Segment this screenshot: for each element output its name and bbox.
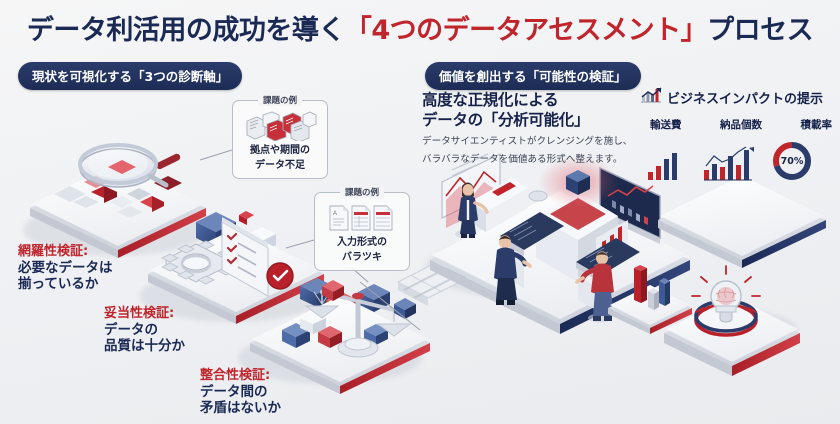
right-body-line1: データサイエンティストがクレンジングを施し、 <box>422 135 633 147</box>
step-heading: 網羅性検証: <box>18 244 89 259</box>
platform-coverage-art <box>30 143 206 258</box>
step-line1: 必要なデータは <box>18 259 113 276</box>
step-heading: 整合性検証: <box>200 368 271 383</box>
platform-consistency-art <box>250 280 430 394</box>
callout-line2: バラツキ <box>342 252 382 263</box>
svg-text:A: A <box>333 211 337 217</box>
callout-caption: 課題の例 <box>257 94 303 106</box>
kpi-heading-text: ビジネスインパクトの提示 <box>667 91 824 107</box>
balance-scale-icon <box>304 280 416 358</box>
callout-format-variance: 課題の例 A 入力形式の バラツキ <box>314 186 410 271</box>
step-label-consistency: 整合性検証: データ間の 矛盾はないか <box>200 368 281 417</box>
step-line1: データ間の <box>200 383 268 400</box>
right-body-line2: バラバラなデータを価値ある形式へ整えます。 <box>422 153 623 165</box>
step-label-coverage: 網羅性検証: 必要なデータは 揃っているか <box>18 244 113 293</box>
check-badge-icon <box>266 262 294 290</box>
right-heading-line1: 高度な正規化による <box>422 91 559 109</box>
magnifier-icon <box>78 143 169 188</box>
callout-caption: 課題の例 <box>339 186 385 198</box>
kpi-heading-row: ビジネスインパクトの提示 <box>640 86 838 108</box>
step-heading: 妥当性検証: <box>104 306 175 321</box>
kpi-block: ビジネスインパクトの提示 輸送費 納品個数 積載率 <box>640 86 838 190</box>
load-factor-value: 70% <box>780 155 804 167</box>
kpi-labels-row: 輸送費 納品個数 積載率 <box>650 117 832 132</box>
callout-missing-data: 課題の例 拠点や期間の データ <box>232 94 328 179</box>
delivery-count-chart <box>702 142 764 186</box>
title-tail: プロセス <box>707 15 814 46</box>
platform-kpi-art <box>658 176 826 268</box>
person-at-terminal <box>575 251 614 323</box>
callout-line1: 入力形式の <box>337 237 387 248</box>
platform-insight-art <box>664 265 800 376</box>
step-label-validity: 妥当性検証: データの 品質は十分か <box>104 306 185 355</box>
title-accent: 「4つのデータアセスメント」 <box>344 15 708 46</box>
title-lead: データ利活用の成功を導く <box>26 15 346 46</box>
callout-line2: データ不足 <box>255 160 305 171</box>
step-line2: 矛盾はないか <box>200 400 281 417</box>
platform-bargroup-art <box>608 265 692 334</box>
scattered-documents-icon <box>239 110 321 142</box>
right-panel-heading-block: 高度な正規化による データの「分析可能化」 データサイエンティストがクレンジング… <box>422 90 637 166</box>
section-pill-right: 価値を創出する「可能性の検証」 <box>425 62 641 90</box>
step-line2: 揃っているか <box>18 276 99 293</box>
platform-validity-art <box>148 211 324 324</box>
clipboard-checklist-icon <box>221 211 294 297</box>
platform-processing-art <box>430 153 690 334</box>
kpi-label-transport-cost: 輸送費 <box>650 119 682 131</box>
callout-line1: 拠点や期間の <box>250 145 310 156</box>
mixed-forms-icon: A <box>321 202 403 234</box>
step-line1: データの <box>104 321 158 338</box>
bar-chart-arrow-icon <box>640 86 662 108</box>
person-presenting <box>455 182 489 238</box>
kpi-charts-row: 70% <box>640 134 838 190</box>
load-factor-chart: 70% <box>770 139 814 183</box>
person-at-console <box>494 235 532 305</box>
section-pill-left: 現状を可視化する「3つの診断軸」 <box>18 62 243 90</box>
step-line2: 品質は十分か <box>104 338 185 355</box>
page-title: データ利活用の成功を導く「4つのデータアセスメント」プロセス <box>0 8 840 47</box>
kpi-label-delivery-count: 納品個数 <box>720 119 762 131</box>
kpi-label-load-factor: 積載率 <box>800 119 833 131</box>
lightbulb-brain-icon <box>691 265 761 323</box>
transport-cost-chart <box>646 146 686 184</box>
right-heading-line2: データの「分析可能化」 <box>422 111 590 130</box>
